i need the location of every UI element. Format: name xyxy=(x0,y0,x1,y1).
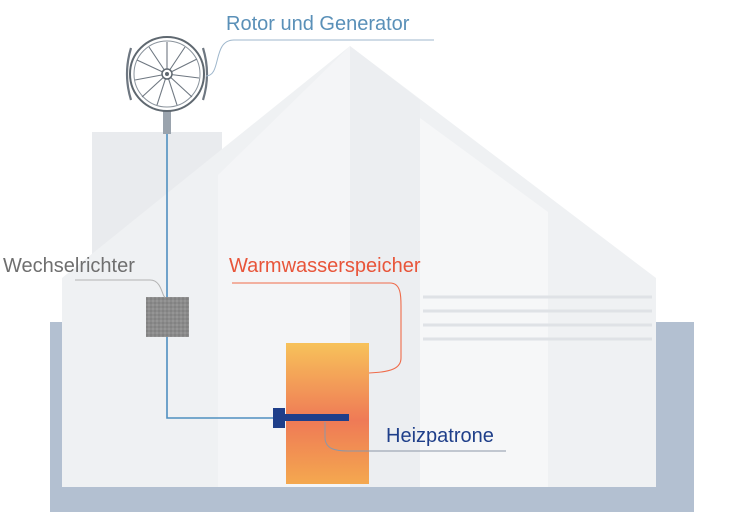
tank-leader-line xyxy=(232,282,402,374)
heater-label: Heizpatrone xyxy=(386,425,494,447)
house-vent-slats xyxy=(423,295,652,341)
rotor-generator-icon xyxy=(125,36,209,134)
inverter-box xyxy=(146,297,189,337)
heater-rod xyxy=(273,408,349,428)
hot-water-tank xyxy=(286,343,369,484)
hot-water-tank-label: Warmwasserspeicher xyxy=(229,255,421,277)
power-cable xyxy=(166,128,282,419)
leader-lines xyxy=(75,39,506,452)
inverter-label: Wechselrichter xyxy=(3,255,135,277)
inverter-leader-line xyxy=(75,279,166,298)
rotor-generator-label: Rotor und Generator xyxy=(226,13,410,35)
heater-leader-line xyxy=(324,422,506,452)
rotor-leader-line xyxy=(205,39,434,77)
